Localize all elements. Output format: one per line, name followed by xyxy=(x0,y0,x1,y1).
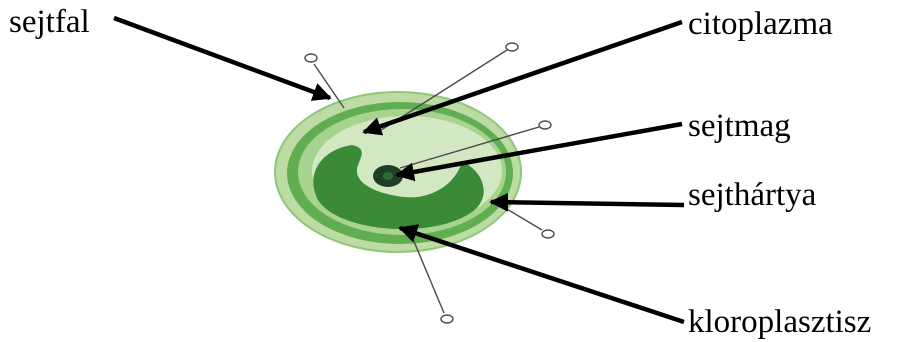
label-sejtmag: sejtmag xyxy=(688,110,791,143)
pointer-circle-wall xyxy=(305,54,317,62)
label-citoplazma: citoplazma xyxy=(688,8,833,41)
pointer-circle-cytoplasm xyxy=(506,43,518,51)
pointer-circle-chloroplast xyxy=(441,315,453,323)
label-kloroplasztisz: kloroplasztisz xyxy=(688,306,871,339)
label-sejtfal: sejtfal xyxy=(9,6,90,39)
arrow-sejthartya xyxy=(491,202,684,205)
label-sejthartya: sejthártya xyxy=(688,179,816,212)
nucleolus xyxy=(383,172,393,180)
arrow-sejtfal xyxy=(114,18,330,98)
pointer-circle-nucleus xyxy=(539,121,551,129)
pointer-line-wall xyxy=(314,64,344,108)
plant-cell xyxy=(275,92,521,252)
arrow-citoplazma xyxy=(364,22,682,132)
pointer-circle-membrane xyxy=(542,230,554,238)
